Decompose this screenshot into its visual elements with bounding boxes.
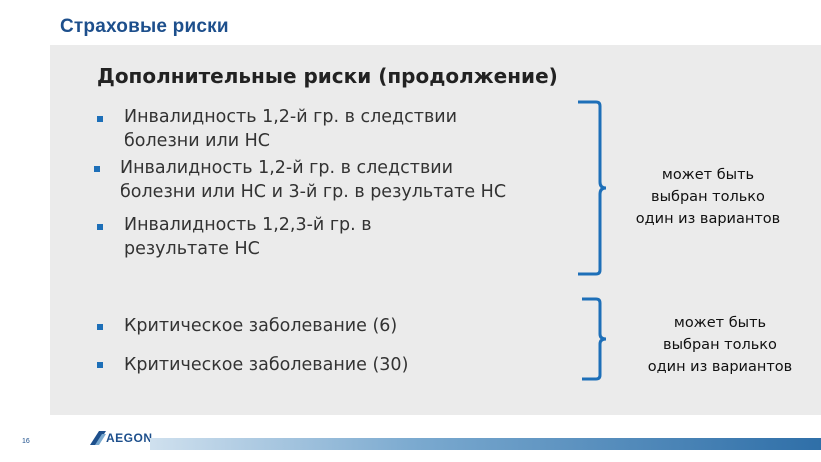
note-line: выбран только <box>651 189 765 205</box>
list-item: Критическое заболевание (6) <box>124 314 397 338</box>
aegon-logo: AEGON <box>90 430 153 446</box>
list-item-line: Инвалидность 1,2-й гр. в следствии <box>124 107 458 127</box>
page-number: 16 <box>22 438 30 445</box>
list-item-line: Критическое заболевание (6) <box>124 316 398 336</box>
bullet-icon <box>97 324 103 330</box>
list-item-line: Инвалидность 1,2-й гр. в следствии <box>120 158 454 178</box>
list-item: Инвалидность 1,2-й гр. в следствии болез… <box>120 156 506 204</box>
note-line: один из вариантов <box>647 359 793 375</box>
list-item-line: Инвалидность 1,2,3-й гр. в <box>124 215 372 235</box>
list-item-line: болезни или НС и 3-й гр. в результате НС <box>120 182 507 202</box>
note-line: может быть <box>661 167 755 183</box>
content-panel <box>50 45 821 415</box>
bullet-icon <box>97 224 103 230</box>
logo-mark-icon <box>90 431 106 445</box>
list-item-line: Критическое заболевание (30) <box>124 355 409 375</box>
list-item-line: результате НС <box>124 239 260 259</box>
note-line: выбран только <box>663 337 777 353</box>
list-item: Критическое заболевание (30) <box>124 353 408 377</box>
bullet-icon <box>94 166 100 172</box>
selection-note: может быть выбран только один из вариант… <box>612 164 804 230</box>
selection-note: может быть выбран только один из вариант… <box>621 312 819 378</box>
note-line: один из вариантов <box>635 211 781 227</box>
brace-icon <box>582 297 607 381</box>
list-item: Инвалидность 1,2,3-й гр. в результате НС <box>124 213 372 261</box>
list-item-line: болезни или НС <box>124 131 271 151</box>
list-item: Инвалидность 1,2-й гр. в следствии болез… <box>124 105 457 153</box>
page-title: Страховые риски <box>60 16 229 37</box>
note-line: может быть <box>673 315 767 331</box>
bullet-icon <box>97 116 103 122</box>
section-heading: Дополнительные риски (продолжение) <box>97 64 558 88</box>
logo-text: AEGON <box>106 431 153 445</box>
footer-rule <box>150 438 821 450</box>
bullet-icon <box>97 362 103 368</box>
brace-icon <box>578 100 607 276</box>
